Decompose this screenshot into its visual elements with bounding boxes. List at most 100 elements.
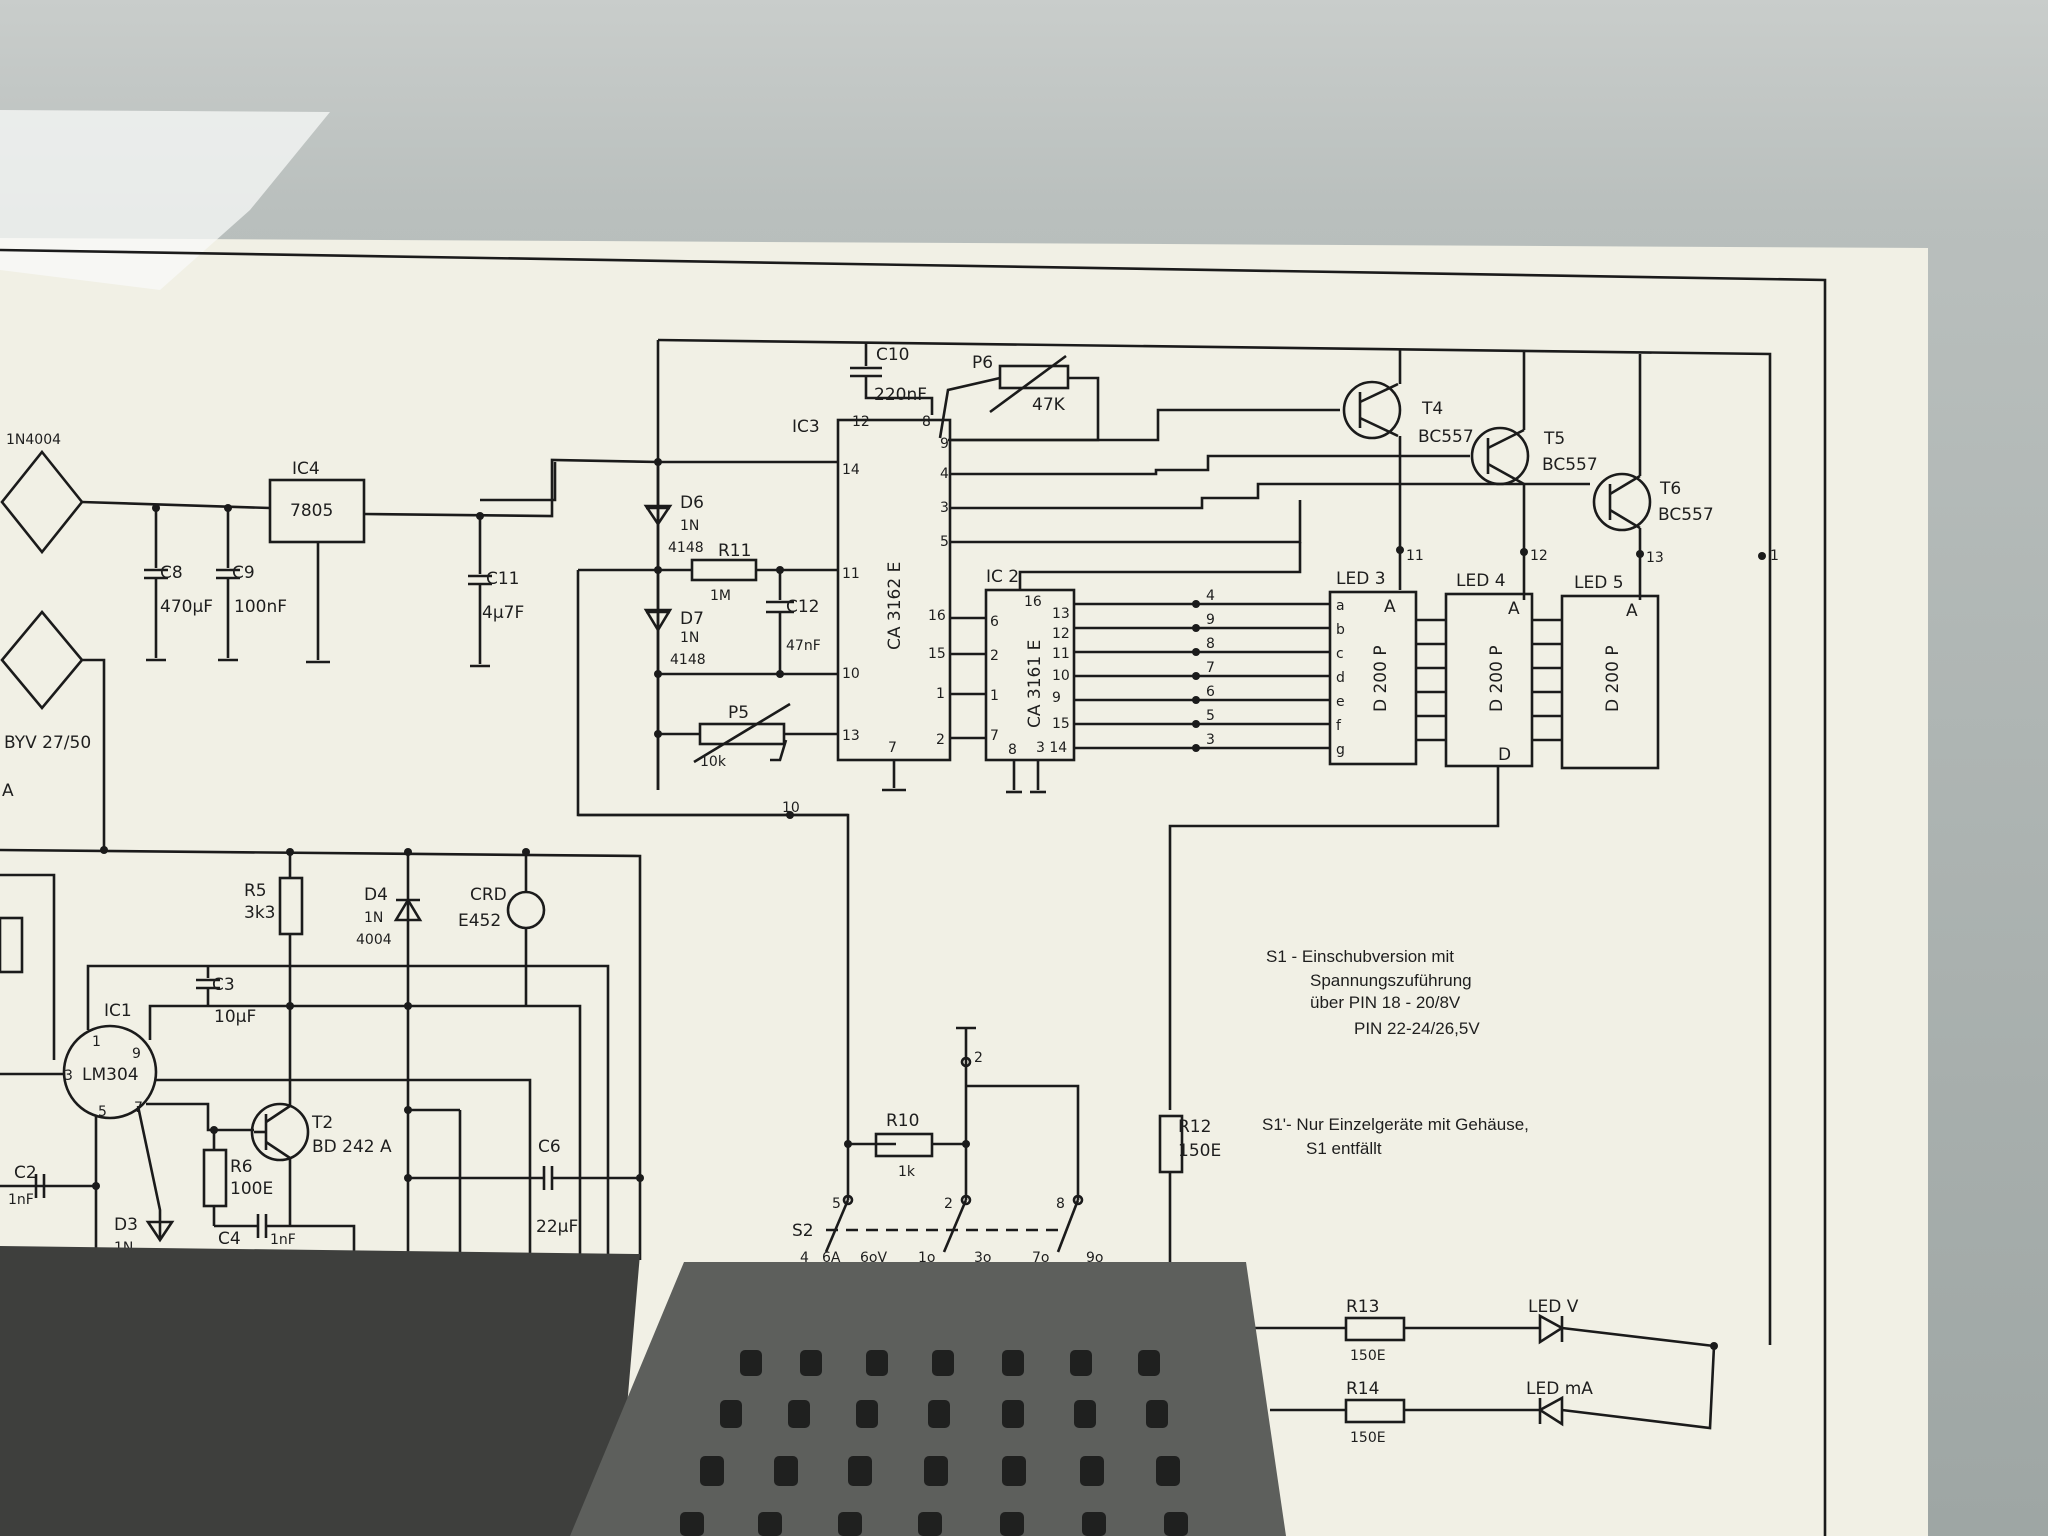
- notes-block: S1 - Einschubversion mit Spannungszuführ…: [1262, 947, 1529, 1158]
- d7-value2: 4148: [670, 652, 706, 668]
- t5-label: T5: [1543, 429, 1565, 449]
- t2-type: BD 242 A: [312, 1137, 392, 1157]
- d-top-label: 1N4004: [6, 432, 61, 448]
- ic2-pin13: 13: [1052, 606, 1070, 622]
- ic3-pin13: 13: [842, 728, 860, 744]
- ic3-pin16: 16: [928, 608, 946, 624]
- ic2-pin6: 6: [990, 614, 999, 630]
- t6-pin: 13: [1646, 550, 1664, 566]
- seg-pin-e: 6: [1206, 684, 1215, 700]
- transistor-t5: T5 BC557 12: [1470, 352, 1598, 600]
- vent-grille: [680, 1350, 1188, 1536]
- ic1-pin5: 5: [98, 1104, 107, 1120]
- switch-bottom-4: 4: [800, 1250, 809, 1266]
- switch-pin-8: 8: [1056, 1196, 1065, 1212]
- ic3-pin11: 11: [842, 566, 860, 582]
- c3-value: 10µF: [214, 1007, 256, 1027]
- switch-top-pin: 2: [974, 1050, 983, 1066]
- p5-label: P5: [728, 703, 749, 723]
- a-mark: A: [2, 781, 14, 801]
- ic1-label: IC1: [104, 1001, 132, 1021]
- byv-label: BYV 27/50: [4, 733, 91, 753]
- ic3-pin9: 9: [940, 436, 949, 452]
- seg-c: c: [1336, 646, 1344, 662]
- seg-d: d: [1336, 670, 1345, 686]
- t4-label: T4: [1421, 399, 1443, 419]
- r14-value: 150E: [1350, 1430, 1386, 1446]
- ic2-pin2: 2: [990, 648, 999, 664]
- t2-label: T2: [311, 1113, 333, 1133]
- seg-g: g: [1336, 742, 1345, 758]
- ic3-pin15: 15: [928, 646, 946, 662]
- c3-label: C3: [212, 975, 235, 995]
- d7-label: D7: [680, 609, 704, 629]
- seg-f: f: [1336, 718, 1342, 734]
- seg-pin-b: 9: [1206, 612, 1215, 628]
- d4-value2: 4004: [356, 932, 392, 948]
- led5-part: D 200 P: [1603, 645, 1623, 712]
- transistor-t6: T6 BC557 13: [1592, 354, 1714, 600]
- note-line-6: S1 entfällt: [1306, 1139, 1382, 1158]
- ic2-pin14: 3 14: [1036, 740, 1067, 756]
- seg-e: e: [1336, 694, 1345, 710]
- t5-type: BC557: [1542, 455, 1598, 475]
- display-interconnect: [1416, 618, 1562, 742]
- p5-value: 10k: [700, 754, 727, 770]
- c4-value: 1nF: [270, 1232, 296, 1248]
- ic2-pin10: 10: [1052, 668, 1070, 684]
- dark-device-left: [0, 1246, 640, 1536]
- d6-value: 1N: [680, 518, 699, 534]
- ic2-pin8: 8: [1008, 742, 1017, 758]
- note-line-3: über PIN 18 - 20/8V: [1310, 993, 1461, 1012]
- c6-label: C6: [538, 1137, 561, 1157]
- ic2-pin11: 11: [1052, 646, 1070, 662]
- paper-sheet: [0, 238, 1928, 1536]
- indicator-section: R13 150E LED V R14 150E LED mA: [1250, 1297, 1718, 1446]
- ic3-pin4: 4: [940, 466, 949, 482]
- right-pin: 1: [1770, 548, 1779, 564]
- seg-pin-f: 5: [1206, 708, 1215, 724]
- ic2-pin1: 1: [990, 688, 999, 704]
- r12-label: R12: [1178, 1117, 1211, 1137]
- led-display-4: LED 4 A D 200 P D: [1444, 571, 1534, 768]
- note-line-5: S1'- Nur Einzelgeräte mit Gehäuse,: [1262, 1115, 1529, 1134]
- led-v-label: LED V: [1528, 1297, 1579, 1317]
- seg-pin-c: 8: [1206, 636, 1215, 652]
- ic1-pin1: 1: [92, 1034, 101, 1050]
- p6-value: 47K: [1032, 395, 1066, 415]
- crd-value: E452: [458, 911, 501, 931]
- c8-label: C8: [160, 563, 183, 583]
- note-line-1: S1 - Einschubversion mit: [1266, 947, 1454, 966]
- r5-label: R5: [244, 881, 267, 901]
- t4-pin: 11: [1406, 548, 1424, 564]
- t6-label: T6: [1659, 479, 1681, 499]
- note-line-4: PIN 22-24/26,5V: [1354, 1019, 1480, 1038]
- seg-pin-d: 7: [1206, 660, 1215, 676]
- led3-part: D 200 P: [1371, 645, 1391, 712]
- switch-pin-2: 2: [944, 1196, 953, 1212]
- transistor-t4: T4 BC557 11: [1342, 350, 1474, 590]
- led-ma-label: LED mA: [1526, 1379, 1593, 1399]
- seg-pin-a: 4: [1206, 588, 1215, 604]
- frame-border: [0, 248, 1827, 1536]
- grey-device-right: [570, 1262, 1286, 1536]
- c9-label: C9: [232, 563, 255, 583]
- p6-label: P6: [972, 353, 993, 373]
- glare: [0, 110, 330, 290]
- r11-label: R11: [718, 541, 751, 561]
- ic3-pin10: 10: [842, 666, 860, 682]
- c10-value: 220nF: [874, 385, 927, 405]
- c2-value: 1nF: [8, 1192, 34, 1208]
- ic3-pin2: 2: [936, 732, 945, 748]
- led3-anode: A: [1384, 597, 1396, 617]
- display-driver-section: C10 220nF P6 47K IC3 CA 3162 E 12 8 9 4 …: [480, 338, 1779, 1345]
- led-display-5: LED 5 A D 200 P: [1560, 573, 1660, 770]
- ic3-pin14: 14: [842, 462, 860, 478]
- segment-bus: 4 9 8 7 6 5 3 a b c d e f g: [1074, 588, 1345, 758]
- d3-label: D3: [114, 1215, 138, 1235]
- c10-label: C10: [876, 345, 910, 365]
- d6-value2: 4148: [668, 540, 704, 556]
- s2-label: S2: [792, 1221, 814, 1241]
- t4-type: BC557: [1418, 427, 1474, 447]
